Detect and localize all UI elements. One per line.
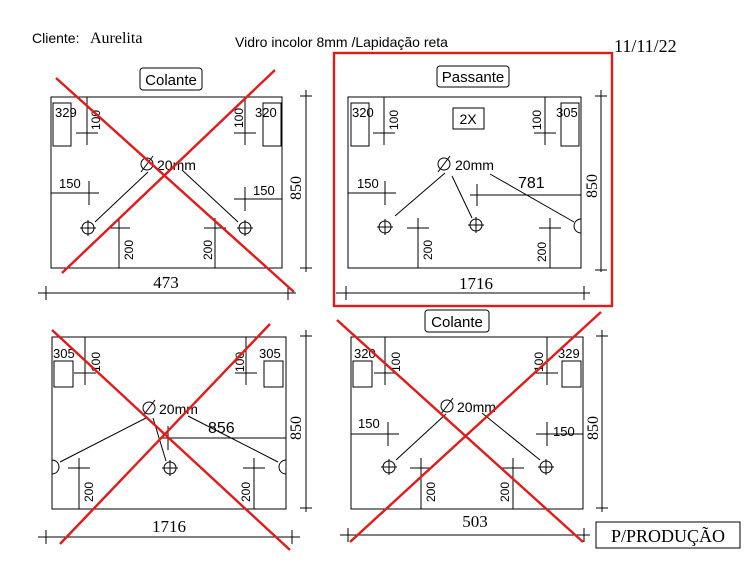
- glass-outline: [350, 336, 584, 510]
- panel-bottom-left: 305 305 100 100 856 20mm 200 200 1716: [38, 323, 312, 551]
- corner-box-left-label: 329: [55, 105, 77, 120]
- client-name: Aurelita: [90, 30, 142, 47]
- glass-outline: [50, 96, 283, 269]
- offset-bottom-right: 200: [201, 240, 215, 260]
- offset-left: 150: [357, 176, 379, 191]
- notch-right: [573, 218, 582, 234]
- notch-right: [278, 459, 287, 475]
- cancel-cross-stroke: [51, 329, 291, 551]
- corner-box-left-label: 320: [352, 105, 374, 120]
- hole-diameter: 20mm: [455, 157, 494, 173]
- highlight-frame: [332, 51, 614, 308]
- panel-top-left: Colante 329 320 100 100 150 150 20mm 200…: [38, 67, 312, 300]
- hole-diameter: 20mm: [457, 399, 496, 415]
- diameter-icon: [142, 401, 156, 415]
- offset-bottom-right: 200: [498, 482, 512, 502]
- cancel-cross-stroke: [336, 319, 584, 543]
- width-dimension: 473: [153, 273, 179, 292]
- width-dimension: 503: [462, 512, 488, 531]
- production-stamp-box: [595, 521, 741, 549]
- offset-right: 150: [553, 424, 575, 439]
- offset-top-left: 100: [389, 352, 403, 372]
- center-dimension: 856: [208, 420, 235, 437]
- height-dimension: 850: [288, 176, 305, 200]
- offset-bottom-left: 200: [421, 240, 435, 260]
- offset-right: 150: [253, 183, 275, 198]
- corner-box-left-label: 305: [53, 346, 75, 361]
- client-label: Cliente:: [32, 30, 79, 46]
- diameter-icon: [437, 157, 451, 171]
- offset-bottom-right: 200: [535, 242, 549, 262]
- offset-top-left: 100: [387, 110, 401, 130]
- offset-top-right: 100: [232, 108, 246, 128]
- panel-tag-box: [139, 67, 203, 91]
- width-dimension: 1716: [152, 517, 186, 536]
- offset-left: 150: [59, 176, 81, 191]
- height-dimension: 850: [288, 416, 305, 440]
- production-label: P/PRODUÇÃO: [611, 525, 725, 546]
- offset-top-right: 100: [530, 110, 544, 130]
- notch-left: [51, 459, 60, 475]
- panel-tag: Colante: [145, 72, 197, 89]
- corner-box-right-label: 320: [255, 105, 277, 120]
- quantity-box: [452, 107, 485, 130]
- offset-left: 150: [358, 416, 380, 431]
- cancel-cross-stroke: [59, 323, 271, 545]
- glass-outline: [347, 96, 582, 269]
- offset-bottom-right: 200: [239, 482, 253, 502]
- width-dimension: 1716: [459, 274, 493, 293]
- offset-top-left: 100: [89, 352, 103, 372]
- corner-box-left: [52, 102, 72, 147]
- order-date: 11/11/22: [614, 36, 677, 56]
- panel-tag-box: [424, 309, 490, 333]
- corner-box-right-label: 305: [556, 105, 578, 120]
- glass-spec: Vidro incolor 8mm /Lapidação reta: [235, 34, 448, 50]
- offset-bottom-left: 200: [122, 240, 136, 260]
- hole-diameter: 20mm: [159, 401, 198, 417]
- cancel-cross-stroke: [349, 311, 602, 543]
- offset-bottom-left: 200: [82, 482, 96, 502]
- quantity: 2X: [459, 111, 477, 127]
- offset-bottom-left: 200: [424, 482, 438, 502]
- glass-outline: [51, 336, 287, 510]
- diameter-icon: [440, 399, 454, 413]
- corner-box-right: [262, 102, 282, 147]
- panel-top-right: Passante 2X 320 305 100 100 150 781 20mm: [332, 51, 614, 308]
- height-dimension: 850: [585, 416, 602, 440]
- cancel-cross-stroke: [55, 77, 295, 293]
- offset-top-left: 100: [89, 110, 103, 130]
- corner-box-right-label: 305: [259, 346, 281, 361]
- center-dimension: 781: [518, 175, 545, 192]
- cancel-cross-stroke: [61, 69, 276, 274]
- offset-top-right: 100: [233, 352, 247, 372]
- panel-tag: Passante: [442, 69, 505, 86]
- panel-tag: Colante: [431, 314, 483, 331]
- panel-tag-box: [436, 65, 510, 88]
- corner-box-right-label: 329: [558, 346, 580, 361]
- panel-bottom-right: Colante 320 329 100 100 150 150 20mm 200…: [336, 309, 608, 543]
- height-dimension: 850: [584, 174, 601, 198]
